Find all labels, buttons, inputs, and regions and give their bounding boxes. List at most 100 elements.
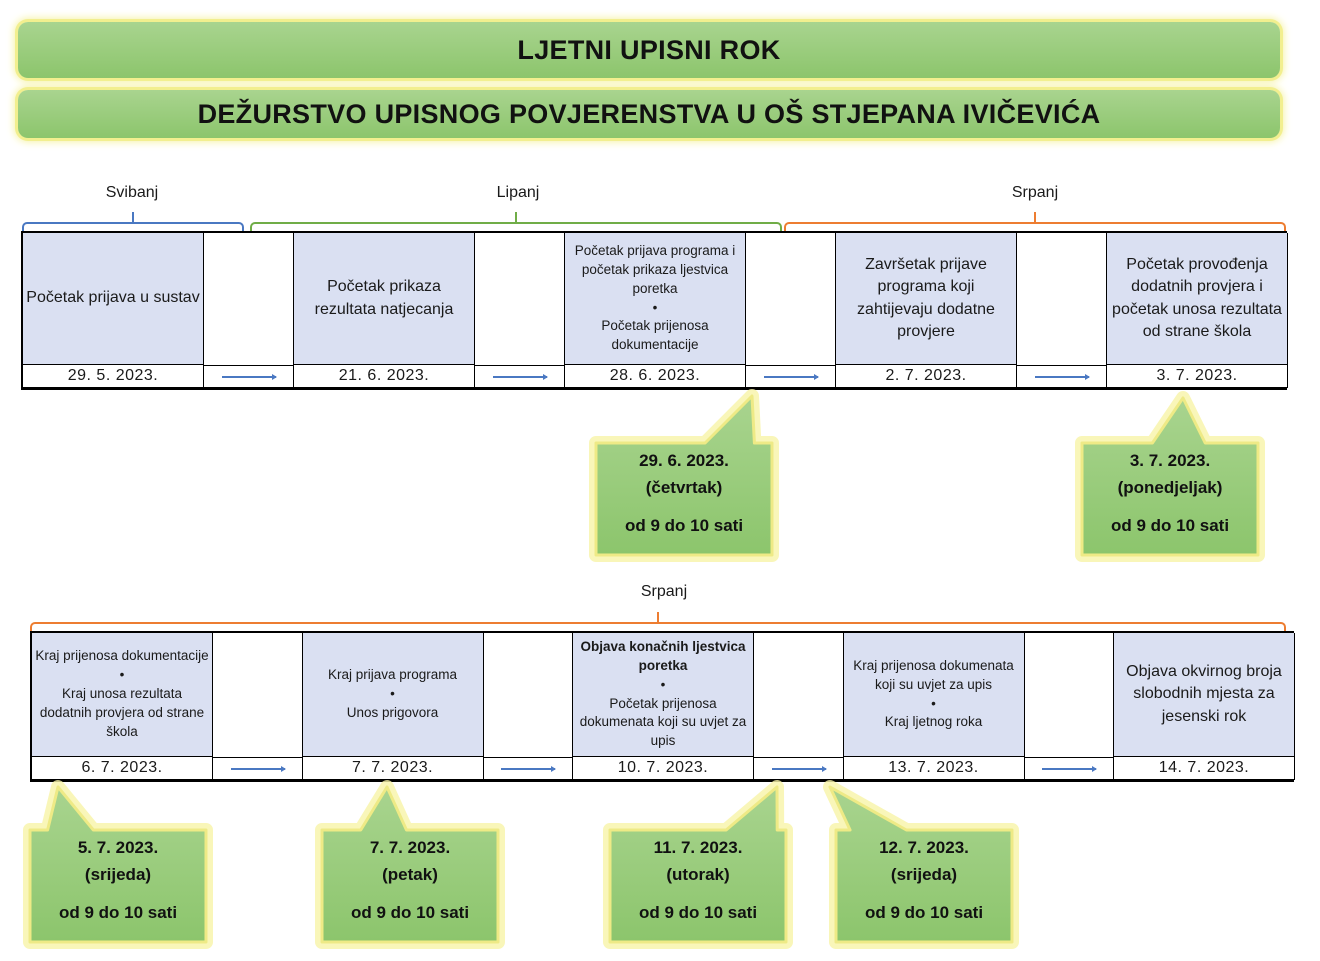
event-text: Kraj prijenosa dokumentacije • Kraj unosa … [35,647,209,741]
schedule-callout: 7. 7. 2023. (petak) od 9 do 10 sati [315,780,505,949]
event-line: Početak prijenosa dokumenata koji su uvj… [579,695,747,749]
callout-day: (ponedjeljak) [1117,478,1223,497]
callout-date: 5. 7. 2023. [77,838,159,857]
arrow-icon [230,765,286,772]
event-cell: Objava okvirnog broja slobodnih mjesta z… [1114,633,1295,757]
event-cell: Objava konačnih ljestvica poretka • Početa… [573,633,754,757]
gap-cell [475,233,565,388]
callout-time: od 9 do 10 sati [624,516,744,535]
bullet: • [390,686,395,702]
event-date: 2. 7. 2023. [836,365,1017,388]
event-date: 28. 6. 2023. [565,365,746,388]
event-text: Završetak prijave programa koji zahtijev… [839,254,1013,344]
month-label-svibanj: Svibanj [105,184,159,201]
callout-time: od 9 do 10 sati [864,903,984,922]
month-label-srpanj: Srpanj [1011,184,1059,201]
arrow-icon [501,765,556,772]
timeline-bottom: Kraj prijenosa dokumentacije • Kraj unosa … [30,631,1295,782]
event-text: Objava konačnih ljestvica poretka • Početa… [576,638,750,751]
page-title: LJETNI UPISNI ROK [517,34,781,65]
bullet: • [119,667,125,683]
event-line: Početak prijava u sustav [26,289,200,307]
event-line: Početak provođenja dodatnih provjera i p… [1112,255,1282,340]
event-date: 13. 7. 2023. [843,757,1025,780]
bullet: • [652,299,658,315]
arrow-icon [764,373,819,380]
bullet: • [660,676,666,692]
month-label-srpanj-bottom: Srpanj [640,583,688,600]
speech-bubble-icon [315,780,505,949]
speech-bubble-icon [589,389,779,562]
event-cell: Početak prikaza rezultata natjecanja [294,233,475,365]
event-cell: Završetak prijave programa koji zahtijev… [836,233,1017,365]
schedule-callout: 5. 7. 2023. (srijeda) od 9 do 10 sati [23,780,213,949]
event-text: Objava okvirnog broja slobodnih mjesta z… [1117,661,1291,728]
gap-cell [754,633,844,780]
arrow-icon [493,373,548,380]
event-line: Kraj unosa rezultata dodatnih provjera o… [39,686,205,739]
event-text: Kraj prijenosa dokumenata koji su uvjet … [847,657,1021,733]
schedule-callout: 11. 7. 2023. (utorak) od 9 do 10 sati [603,780,793,949]
callout-day: (srijeda) [84,865,152,884]
event-line: Objava konačnih ljestvica poretka [580,638,746,673]
event-line: Kraj prijenosa dokumentacije [35,648,209,664]
event-line: Kraj prijenosa dokumenata koji su uvjet … [853,657,1014,692]
event-text: Početak prikaza rezultata natjecanja [297,276,471,321]
event-line: Kraj prijava programa [327,667,458,683]
event-cell: Kraj prijenosa dokumenata koji su uvjet … [843,633,1025,757]
gap-cell [1017,233,1107,388]
event-line: Početak prijenosa dokumentacije [601,318,709,353]
event-cell: Kraj prijenosa dokumentacije • Kraj unosa … [32,633,213,757]
subtitle-banner: DEŽURSTVO UPISNOG POVJERENSTVA U OŠ STJE… [18,90,1280,138]
gap-cell [746,233,836,388]
speech-bubble-icon [603,780,793,949]
arrow-icon [222,373,277,380]
callout-time: od 9 do 10 sati [638,903,758,922]
schedule-callout: 12. 7. 2023. (srijeda) od 9 do 10 sati [823,780,1019,949]
gap-cell [204,233,294,388]
callout-time: od 9 do 10 sati [1110,516,1230,535]
callout-day: (utorak) [666,865,730,884]
event-line: Kraj ljetnog roka [884,714,983,730]
bullet: • [931,695,936,711]
arrow-icon [1042,765,1097,772]
gap-cell [483,633,573,780]
brace-srpanj-bottom [30,612,1286,632]
callout-date: 11. 7. 2023. [653,838,743,857]
brace-srpanj [784,212,1286,232]
callout-date: 12. 7. 2023. [879,838,969,857]
callout-day: (četvrtak) [645,478,723,497]
brace-lipanj [250,212,782,232]
gap-cell [1024,633,1114,780]
event-line: Objava okvirnog broja slobodnih mjesta z… [1126,662,1282,725]
event-line: Završetak prijave programa koji zahtijev… [857,255,995,340]
arrow-icon [771,765,827,772]
callout-day: (srijeda) [890,865,958,884]
event-text: Početak prijava u sustav [26,287,199,309]
gap-cell [213,633,303,780]
event-date: 14. 7. 2023. [1114,757,1295,780]
callout-date: 29. 6. 2023. [639,451,729,470]
brace-svibanj [22,212,244,232]
event-cell: Početak provođenja dodatnih provjera i p… [1107,233,1288,365]
callout-time: od 9 do 10 sati [58,903,178,922]
event-date: 7. 7. 2023. [302,757,484,780]
event-line: Unos prigovora [346,704,439,720]
event-date: 6. 7. 2023. [32,757,213,780]
title-banner: LJETNI UPISNI ROK [18,22,1280,78]
event-text: Početak provođenja dodatnih provjera i p… [1110,254,1284,344]
event-date: 10. 7. 2023. [573,757,754,780]
event-cell: Početak prijava programa i početak prika… [565,233,746,365]
event-date: 21. 6. 2023. [294,365,475,388]
callout-date: 7. 7. 2023. [369,838,451,857]
event-line: Početak prijava programa i početak prika… [574,242,736,296]
event-date: 3. 7. 2023. [1107,365,1288,388]
schedule-callout: 29. 6. 2023. (četvrtak) od 9 do 10 sati [589,389,779,562]
arrow-icon [1035,373,1090,380]
callout-time: od 9 do 10 sati [350,903,470,922]
callout-day: (petak) [382,865,438,884]
callout-date: 3. 7. 2023. [1129,451,1211,470]
month-label-lipanj: Lipanj [496,184,540,201]
event-text: Kraj prijava programa • Unos prigovora [328,666,457,723]
